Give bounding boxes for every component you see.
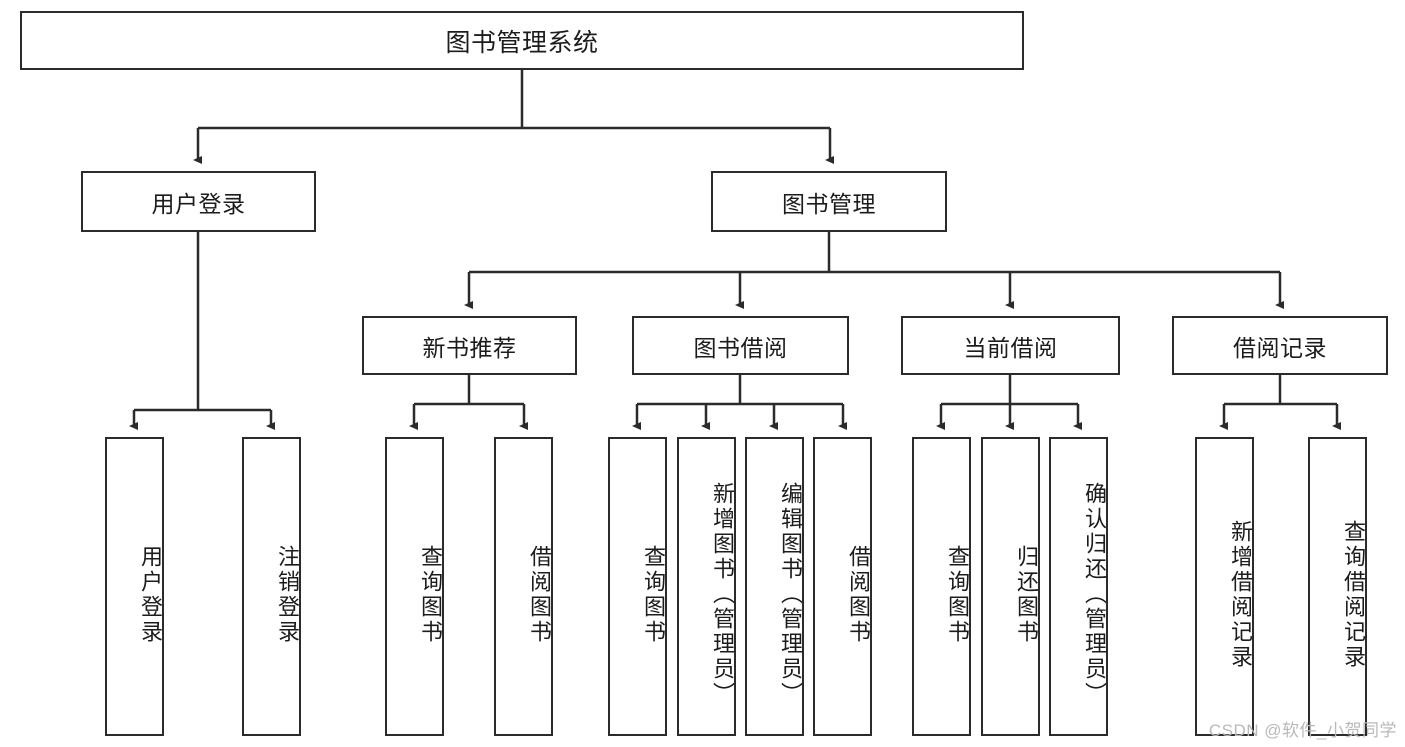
leaf-current-query-book[interactable]: 查询图书 [912,437,971,736]
node-book-borrow[interactable]: 图书借阅 [632,316,849,375]
node-borrow-record[interactable]: 借阅记录 [1172,316,1388,375]
leaf-label: 查询图书 [418,544,443,645]
leaf-label: 确认归还（管理员） [1082,482,1107,707]
leaf-current-confirm-return[interactable]: 确认归还（管理员） [1049,437,1108,736]
leaf-recommend-query-book[interactable]: 查询图书 [385,437,444,736]
leaf-user-login[interactable]: 用户登录 [105,437,164,736]
node-user-login[interactable]: 用户登录 [81,171,316,232]
node-new-book-recommend[interactable]: 新书推荐 [362,316,577,375]
leaf-record-query[interactable]: 查询借阅记录 [1308,437,1367,736]
leaf-borrow-borrow-book[interactable]: 借阅图书 [813,437,872,736]
leaf-user-logout[interactable]: 注销登录 [242,437,301,736]
leaf-label: 注销登录 [275,544,300,645]
leaf-borrow-add-book[interactable]: 新增图书（管理员） [677,437,736,736]
watermark: CSDN @软件_小贺同学 [1208,721,1397,740]
leaf-current-return-book[interactable]: 归还图书 [981,437,1040,736]
leaf-record-add[interactable]: 新增借阅记录 [1195,437,1254,736]
leaf-label: 借阅图书 [846,544,871,645]
node-root-system[interactable]: 图书管理系统 [20,11,1024,70]
leaf-label: 查询借阅记录 [1341,519,1366,670]
leaf-label: 编辑图书（管理员） [778,482,803,707]
leaf-label: 查询图书 [945,544,970,645]
leaf-label: 新增图书（管理员） [710,482,735,707]
leaf-borrow-query-book[interactable]: 查询图书 [608,437,667,736]
leaf-label: 查询图书 [641,544,666,645]
leaf-label: 归还图书 [1014,544,1039,645]
leaf-label: 借阅图书 [527,544,552,645]
leaf-label: 新增借阅记录 [1228,519,1253,670]
leaf-label: 用户登录 [138,544,163,645]
leaf-borrow-edit-book[interactable]: 编辑图书（管理员） [745,437,804,736]
leaf-recommend-borrow-book[interactable]: 借阅图书 [494,437,553,736]
node-current-borrow[interactable]: 当前借阅 [901,316,1120,375]
node-book-management[interactable]: 图书管理 [711,171,947,232]
